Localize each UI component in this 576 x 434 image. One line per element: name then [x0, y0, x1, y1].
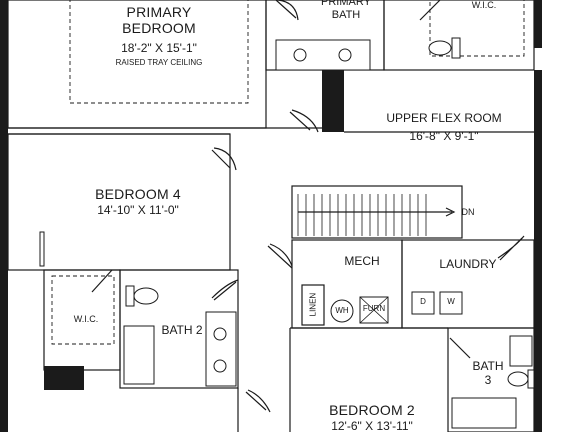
wic2-shelf	[51, 275, 115, 345]
stair-dn-label: DN	[461, 207, 475, 217]
primary-bedroom-dims: 18'-2" X 15'-1"	[121, 41, 197, 55]
furnace-cross	[359, 296, 389, 324]
bath2-toilet-bowl	[133, 287, 159, 305]
bedroom2-walls	[237, 327, 448, 432]
primary-bath-vanity	[275, 39, 371, 71]
primary-wic-walls	[383, 0, 535, 71]
primary-bath-name-line2: BATH	[331, 8, 361, 21]
bath3-label: BATH 3	[466, 359, 510, 388]
mech-label: MECH	[344, 254, 380, 268]
primary-bedroom-name-line1: PRIMARY	[126, 4, 192, 20]
primary-bath-sink-right	[338, 48, 352, 62]
primary-bedroom-note: RAISED TRAY CEILING	[115, 58, 203, 67]
dryer-label: D	[420, 297, 426, 306]
bath2-label: BATH 2	[161, 323, 203, 337]
primary-bedroom-name-line2: BEDROOM	[122, 20, 196, 37]
primary-right-wall	[534, 0, 542, 48]
bath2-sink-bottom	[213, 359, 227, 373]
primary-bath-label: PRIMARY BATH	[306, 0, 386, 21]
primary-bedroom-label: PRIMARY BEDROOM	[100, 4, 218, 36]
primary-hall-door	[289, 109, 319, 133]
bedroom2-dims: 12'-6" X 13'-11"	[331, 419, 413, 433]
bath2-vanity	[205, 311, 237, 387]
linen-label: LINEN	[308, 292, 318, 317]
bath3-sink	[509, 335, 533, 367]
water-heater-label: WH	[335, 306, 349, 315]
washer	[439, 291, 463, 315]
bath2-door	[211, 279, 239, 301]
left-exterior-wall	[0, 0, 8, 432]
bedroom2-label: BEDROOM 2	[329, 402, 415, 418]
bath2-chase	[44, 366, 84, 390]
bath3-toilet-bowl	[507, 371, 529, 387]
bath3-name-line1: BATH	[472, 359, 504, 373]
laundry-walls	[401, 239, 535, 329]
primary-bath-name-line1: PRIMARY	[321, 0, 371, 8]
laundry-door	[497, 235, 525, 261]
bath2-walls	[119, 269, 239, 389]
bath3-toilet-tank	[527, 369, 535, 389]
bedroom4-window	[39, 231, 45, 267]
upper-flex-room-dims: 16'-8" X 9'-1"	[409, 129, 479, 143]
bath2-toilet-tank	[125, 285, 135, 307]
bedroom4-dims: 14'-10" X 11'-0"	[97, 203, 179, 217]
primary-bath-chase	[322, 70, 344, 132]
washer-label: W	[447, 297, 455, 306]
primary-bedroom-door	[275, 0, 299, 21]
bath3-door	[449, 337, 471, 359]
primary-wic-shelf	[429, 0, 525, 57]
stair	[291, 185, 463, 239]
bedroom4-door	[211, 147, 237, 171]
primary-toilet-tank	[451, 37, 461, 59]
primary-toilet-bowl	[428, 40, 452, 56]
primary-wic-door	[419, 0, 441, 21]
linen-closet	[301, 284, 325, 326]
dryer	[411, 291, 435, 315]
bath2-sink-top	[213, 327, 227, 341]
furnace-label: FURN	[362, 304, 386, 313]
bedroom2-door	[245, 389, 271, 413]
wic2-door	[91, 269, 113, 293]
laundry-label: LAUNDRY	[439, 257, 497, 271]
mech-door	[267, 243, 293, 269]
water-heater	[330, 299, 354, 323]
bath3-tub	[451, 397, 517, 429]
primary-bath-sink-left	[293, 48, 307, 62]
primary-wic-label: W.I.C.	[471, 0, 497, 10]
wic2-label: W.I.C.	[73, 314, 99, 324]
upper-flex-room-label: UPPER FLEX ROOM	[386, 111, 502, 125]
bath3-name-line2: 3	[484, 372, 492, 387]
right-exterior-wall	[534, 70, 542, 432]
bedroom4-label: BEDROOM 4	[95, 186, 181, 202]
bath2-tub	[123, 325, 155, 385]
